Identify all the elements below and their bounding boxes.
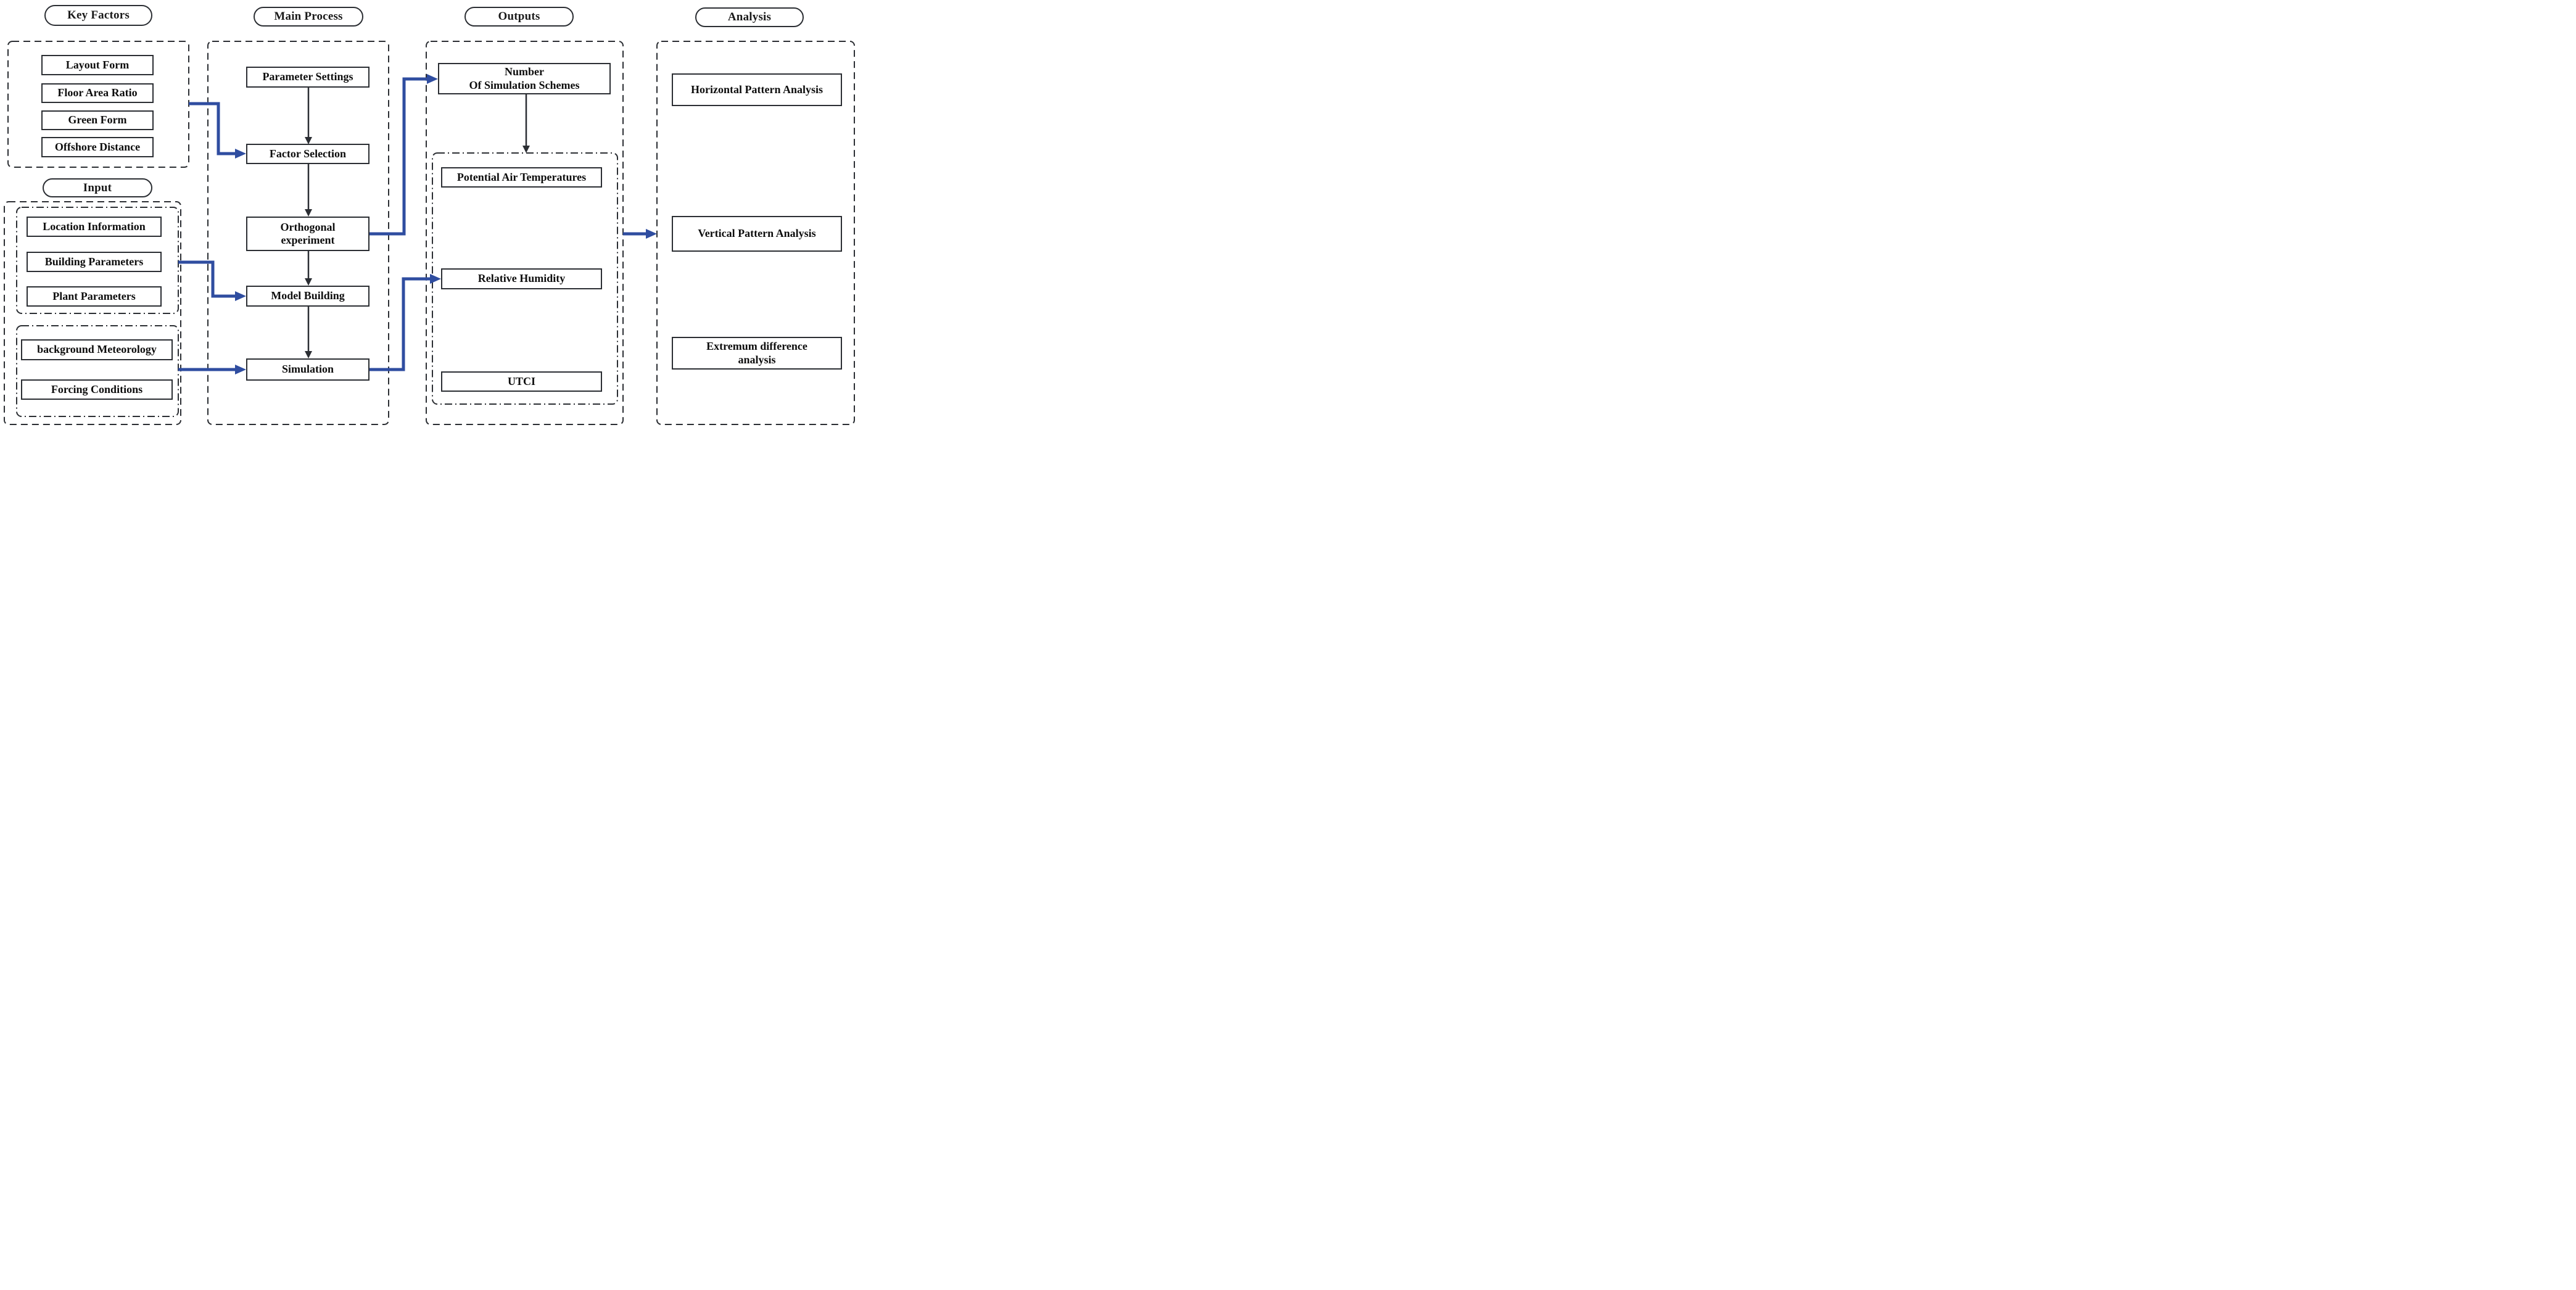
- arrow-parameter-settings-to-factor-selection: [305, 88, 312, 144]
- node-utci: UTCI: [441, 371, 602, 392]
- node-green-form: Green Form: [41, 110, 154, 130]
- node-vertical-pattern-analysis: Vertical Pattern Analysis: [672, 216, 842, 252]
- arrow-model-building-to-simulation: [305, 307, 312, 358]
- connector-building-parameters-to-model-building: [178, 260, 246, 301]
- column-title-outputs: Outputs: [464, 7, 574, 27]
- node-parameter-settings: Parameter Settings: [246, 67, 369, 88]
- node-simulation: Simulation: [246, 358, 369, 381]
- node-forcing-conditions: Forcing Conditions: [21, 379, 173, 400]
- node-location-information: Location Information: [27, 217, 162, 237]
- input-container: [4, 201, 181, 425]
- node-model-building: Model Building: [246, 286, 369, 307]
- input-site-subcontainer: [16, 207, 179, 314]
- column-title-key-factors: Key Factors: [44, 5, 152, 26]
- outputs-container: [426, 41, 624, 425]
- arrow-factor-selection-to-orthogonal: [305, 164, 312, 217]
- connector-meteorology-to-simulation: [178, 365, 246, 374]
- connector-outputs-to-vertical-analysis: [623, 229, 657, 239]
- node-orthogonal-experiment: Orthogonal experiment: [246, 217, 369, 251]
- outputs-metrics-subcontainer: [432, 152, 618, 405]
- node-offshore-distance: Offshore Distance: [41, 137, 154, 157]
- node-number-of-simulation-schemes: Number Of Simulation Schemes: [438, 63, 611, 94]
- column-title-input: Input: [43, 178, 152, 197]
- diagram-lines-layer: [4, 41, 855, 425]
- flow-diagram: Key Factors Input Main Process Outputs A…: [0, 0, 859, 430]
- connector-orthogonal-to-schemes: [369, 74, 438, 236]
- analysis-container: [656, 41, 855, 425]
- node-relative-humidity: Relative Humidity: [441, 268, 602, 289]
- column-title-analysis: Analysis: [695, 7, 804, 27]
- node-extremum-difference-analysis: Extremum difference analysis: [672, 337, 842, 370]
- column-title-main-process: Main Process: [254, 7, 363, 27]
- node-potential-air-temperatures: Potential Air Temperatures: [441, 167, 602, 188]
- node-background-meteorology: background Meteorology: [21, 339, 173, 360]
- main-process-container: [207, 41, 389, 425]
- connector-key-factors-to-factor-selection: [189, 102, 246, 159]
- arrow-schemes-to-metrics: [522, 94, 530, 153]
- node-building-parameters: Building Parameters: [27, 252, 162, 272]
- node-factor-selection: Factor Selection: [246, 144, 369, 164]
- node-layout-form: Layout Form: [41, 55, 154, 75]
- node-floor-area-ratio: Floor Area Ratio: [41, 83, 154, 103]
- node-plant-parameters: Plant Parameters: [27, 286, 162, 307]
- node-horizontal-pattern-analysis: Horizontal Pattern Analysis: [672, 73, 842, 106]
- arrow-orthogonal-to-model-building: [305, 251, 312, 286]
- connector-simulation-to-relative-humidity: [369, 274, 441, 371]
